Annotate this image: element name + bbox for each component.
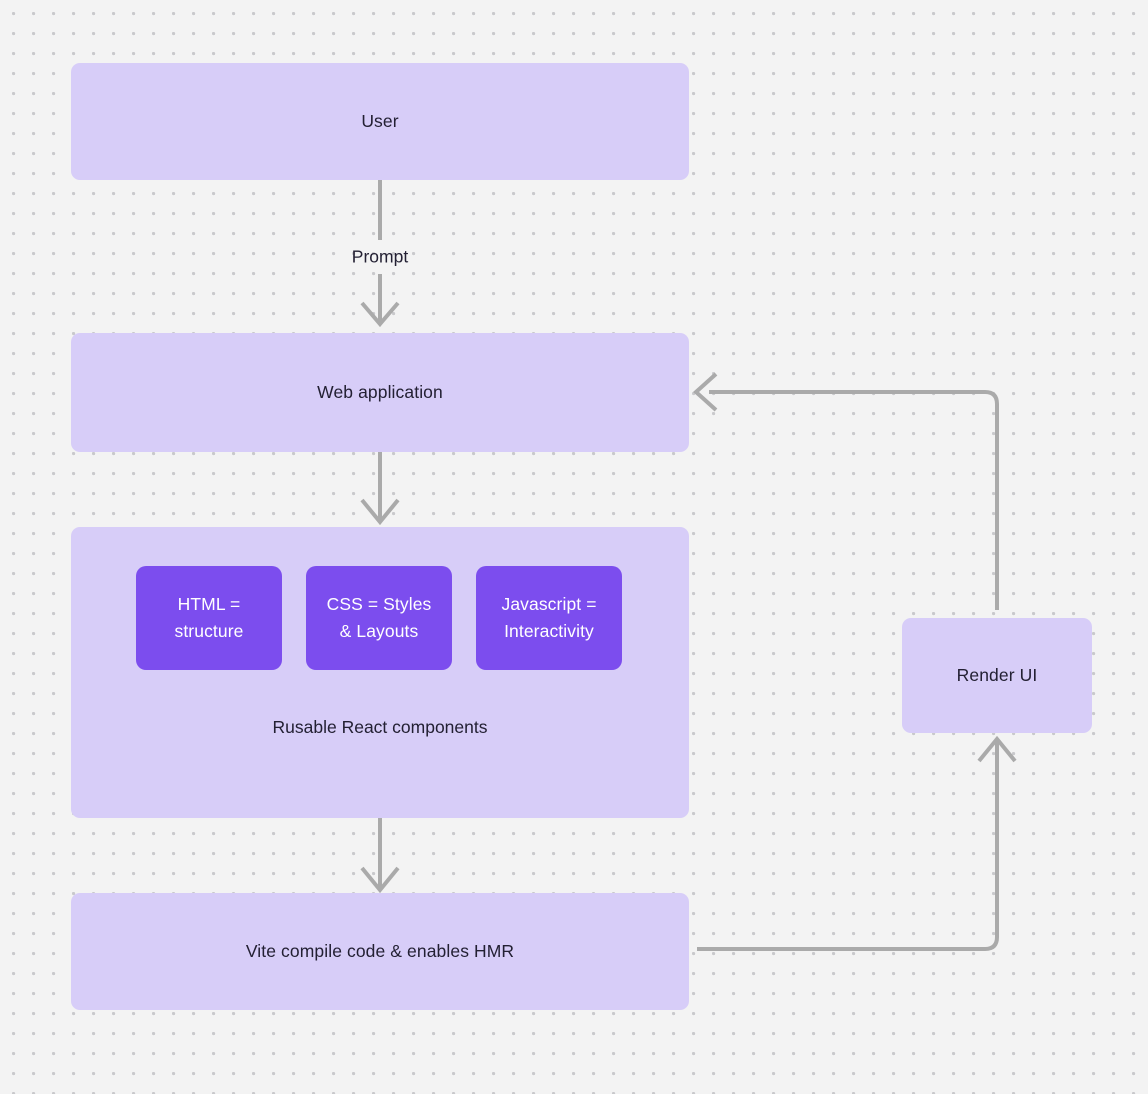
- edge-vite-to-render-ui[interactable]: [697, 735, 1017, 951]
- node-javascript[interactable]: Javascript = Interactivity: [476, 566, 622, 670]
- node-components-group-label: Rusable React components: [272, 717, 488, 737]
- edge-render-ui-to-web-application[interactable]: [693, 372, 999, 610]
- node-web-application[interactable]: Web application: [71, 333, 689, 452]
- edge-components-to-vite[interactable]: [360, 818, 400, 894]
- node-css[interactable]: CSS = Styles & Layouts: [306, 566, 452, 670]
- node-render-ui[interactable]: Render UI: [902, 618, 1092, 733]
- node-render-ui-label: Render UI: [956, 664, 1038, 685]
- node-html-label: HTML = structure: [174, 593, 244, 641]
- edge-label-prompt: Prompt: [351, 246, 409, 267]
- edge-web-application-to-components[interactable]: [360, 452, 400, 526]
- node-vite-label: Vite compile code & enables HMR: [245, 940, 515, 961]
- node-user[interactable]: User: [71, 63, 689, 180]
- node-user-label: User: [361, 110, 399, 131]
- node-css-label: CSS = Styles & Layouts: [326, 593, 432, 641]
- node-html[interactable]: HTML = structure: [136, 566, 282, 670]
- node-web-application-label: Web application: [317, 381, 443, 402]
- node-components-group[interactable]: HTML = structure CSS = Styles & Layouts …: [71, 527, 689, 818]
- node-vite[interactable]: Vite compile code & enables HMR: [71, 893, 689, 1010]
- node-javascript-label: Javascript = Interactivity: [501, 593, 597, 641]
